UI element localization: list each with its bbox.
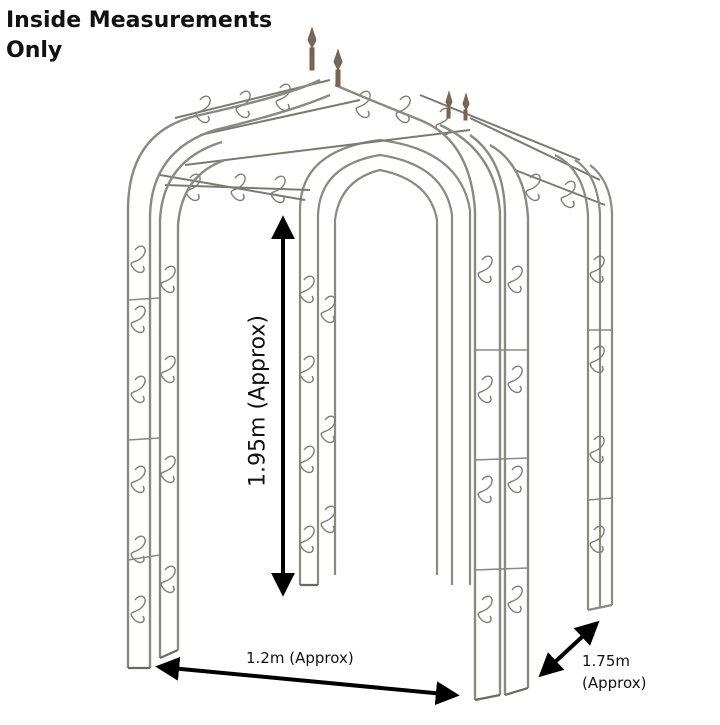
arch-feet [128,583,529,702]
far-right-arch [554,154,614,612]
back-arch [298,138,472,585]
front-right-arch [334,83,530,700]
roof-bars [159,79,606,206]
page-title: Inside Measurements Only [6,8,273,63]
depth-measurement-label: 1.75m (Approx) [582,652,647,692]
fleur-de-lis-finial-icon [307,26,470,121]
rungs [127,297,613,571]
side-scroll-panels [130,245,605,624]
width-measurement-label: 1.2m (Approx) [246,649,354,667]
front-left-arch [126,78,331,668]
height-measurement-label: 1.95m (Approx) [245,315,271,487]
width-arrow [155,656,460,706]
depth-arrow [538,620,600,678]
